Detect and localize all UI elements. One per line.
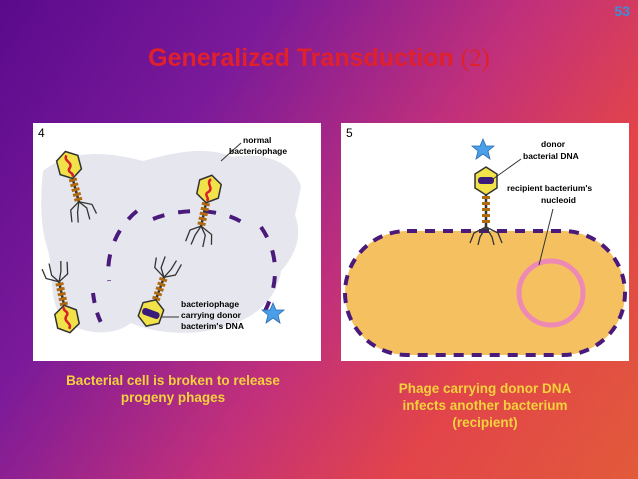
caption-infection-line1: Phage carrying donor DNA (398, 381, 572, 396)
nucleoid (516, 258, 586, 328)
caption-lysis-line1: Bacterial cell is broken to release (66, 373, 280, 388)
panel-number-5: 5 (346, 126, 353, 140)
star-icon (260, 301, 286, 324)
phage-bottom-left (39, 258, 83, 337)
phage-carrying-donor (131, 252, 184, 332)
label-carry-2: carrying donor (181, 310, 242, 320)
lysis-illustration: normal bacteriophage bacteriophage carry… (39, 135, 301, 337)
title-number: (2) (460, 45, 490, 72)
label-normal-2: bacteriophage (229, 146, 287, 156)
label-carry-1: bacteriophage (181, 299, 239, 309)
phage-top-left (52, 146, 99, 226)
caption-lysis: Bacterial cell is broken to release prog… (30, 372, 316, 406)
label-donor-1: donor (541, 139, 566, 149)
panel-lysis: normal bacteriophage bacteriophage carry… (33, 123, 321, 361)
panel-infection: donor bacterial DNA recipient bacterium'… (341, 123, 629, 361)
caption-infection: Phage carrying donor DNA infects another… (352, 380, 618, 431)
panel-number-4: 4 (38, 126, 45, 140)
caption-lysis-line2: progeny phages (120, 390, 226, 405)
label-recipient-1: recipient bacterium's (507, 183, 592, 193)
infection-illustration: donor bacterial DNA recipient bacterium'… (343, 137, 627, 357)
caption-infection-line2: infects another bacterium (402, 398, 568, 413)
label-recipient-2: nucleoid (541, 195, 576, 205)
label-carry-3: bacterim's DNA (181, 321, 244, 331)
label-donor-2: bacterial DNA (523, 151, 579, 161)
phage-normal (183, 171, 227, 250)
slide-title: Generalized Transduction (2) (0, 44, 638, 73)
title-text: Generalized Transduction (148, 44, 454, 72)
star-icon (470, 137, 496, 160)
caption-infection-line3: (recipient) (452, 415, 518, 430)
slide-number: 53 (614, 3, 630, 19)
phage-infecting (469, 166, 503, 246)
label-normal-1: normal (243, 135, 271, 145)
